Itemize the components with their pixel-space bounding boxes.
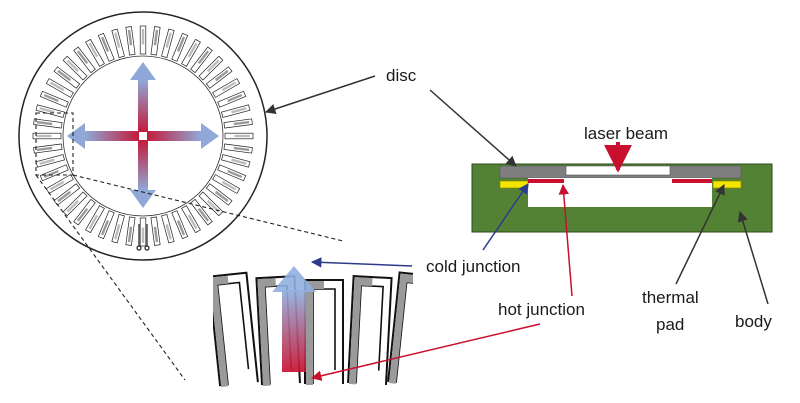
- thermal-pad-label-line1: thermal: [642, 288, 699, 307]
- zoomed-thermocouple-element: [213, 271, 259, 387]
- hot-junction-pointer-section: [558, 183, 573, 297]
- hot-junction-strip-right: [672, 179, 712, 183]
- heat-flow-arrow-left: [85, 131, 143, 141]
- thermocouple-element: [205, 66, 233, 89]
- thermocouple-element: [35, 104, 65, 118]
- cold-junction-strip-left: [528, 179, 564, 183]
- heat-flow-arrowhead-up: [130, 62, 156, 80]
- thermocouple-element: [45, 174, 74, 194]
- thermocouple-element: [205, 183, 233, 206]
- thermocouple-element: [223, 143, 253, 154]
- zoom-projection-lines: [35, 174, 344, 381]
- thermocouple-element: [212, 174, 241, 194]
- thermocouple-element: [32, 132, 62, 140]
- thermocouple-element: [161, 214, 175, 244]
- thermocouple-element: [33, 118, 63, 129]
- thermocouple-element: [97, 32, 115, 62]
- thermocouple-element: [139, 217, 147, 247]
- laser-beam-label: laser beam: [584, 124, 668, 143]
- thermal-pad-label-line2: pad: [656, 315, 684, 334]
- heat-flow-arrow-up: [138, 80, 148, 136]
- thermocouple-element: [171, 210, 189, 240]
- disc-pointer-to-cross-section: [429, 89, 517, 167]
- thermocouple-element: [62, 191, 88, 217]
- sensor-cross-section: [471, 142, 773, 233]
- thermocouple-element: [221, 154, 251, 168]
- thermocouple-element: [111, 214, 125, 244]
- thermocouple-element: [161, 28, 175, 58]
- thermocouple-element: [45, 78, 74, 98]
- lead-wires: [136, 224, 150, 251]
- disc-center-spot: [139, 132, 147, 140]
- thermocouple-element: [39, 164, 69, 182]
- thermocouple-element: [224, 132, 254, 140]
- thermocouple-element: [85, 38, 105, 67]
- thermocouple-element: [111, 28, 125, 58]
- callout-lines: [265, 75, 769, 381]
- cold-junction-label: cold junction: [426, 257, 521, 276]
- cold-junction-pointer-section: [482, 183, 529, 251]
- thermocouple-element: [73, 198, 96, 226]
- thermocouple-element: [85, 205, 105, 234]
- body-label: body: [735, 312, 772, 331]
- zoomed-thermocouple-element: [304, 279, 344, 385]
- thermocouple-element: [181, 38, 201, 67]
- thermocouple-element: [190, 198, 213, 226]
- thermocouple-element: [73, 46, 96, 74]
- thermocouple-element: [97, 210, 115, 240]
- zoom-heat-flow-arrowhead: [272, 266, 316, 292]
- thermocouple-element: [217, 164, 247, 182]
- disc-ring-inner-edge: [62, 55, 224, 217]
- cold-junction-pointer-zoom: [310, 257, 413, 268]
- zoomed-thermocouples: [213, 271, 413, 387]
- zoom-heat-flow-arrow: [282, 290, 306, 372]
- disc-label: disc: [386, 66, 417, 85]
- body-cavity: [528, 186, 712, 207]
- thermocouple-ring: [32, 25, 254, 247]
- hot-junction-pointer-zoom: [310, 323, 541, 381]
- thermocouple-element: [62, 55, 88, 81]
- body-pointer: [737, 210, 769, 305]
- thermocouple-element: [221, 104, 251, 118]
- thermal-pad-left: [499, 180, 529, 189]
- thermocouple-element: [150, 26, 161, 56]
- thermocouple-element: [125, 216, 136, 246]
- thermocouple-element: [33, 143, 63, 154]
- hot-junction-label: hot junction: [498, 300, 585, 319]
- heat-flow-arrows: [67, 62, 219, 208]
- thermocouple-zoom-detail: [213, 266, 413, 387]
- thermocouple-element: [212, 78, 241, 98]
- thermocouple-element: [53, 183, 81, 206]
- thermocouple-element: [39, 90, 69, 108]
- zoomed-thermocouple-element: [347, 275, 393, 385]
- thermocouple-element: [171, 32, 189, 62]
- thermocouple-element: [223, 118, 253, 129]
- thermocouple-element: [125, 26, 136, 56]
- heat-flow-arrowhead-down: [130, 190, 156, 208]
- heat-flow-arrowhead-left: [67, 123, 85, 149]
- heat-flow-arrow-right: [143, 131, 201, 141]
- thermocouple-element: [190, 46, 213, 74]
- thermocouple-element: [35, 154, 65, 168]
- thermocouple-element: [181, 205, 201, 234]
- disc-pointer-to-top-view: [265, 75, 376, 115]
- thermocouple-element: [198, 55, 224, 81]
- zoomed-thermocouple-element: [387, 271, 413, 386]
- thermocouple-element: [53, 66, 81, 89]
- thermal-pad-right: [712, 180, 742, 189]
- disc-top-view: [18, 11, 268, 261]
- thermocouple-element: [139, 25, 147, 55]
- cross-section-gap: [528, 178, 712, 186]
- heat-flow-arrow-down: [138, 136, 148, 190]
- thermocouple-element: [217, 90, 247, 108]
- thermocouple-element: [150, 216, 161, 246]
- heat-flow-arrowhead-right: [201, 123, 219, 149]
- thermal-pad-pointer: [675, 184, 725, 285]
